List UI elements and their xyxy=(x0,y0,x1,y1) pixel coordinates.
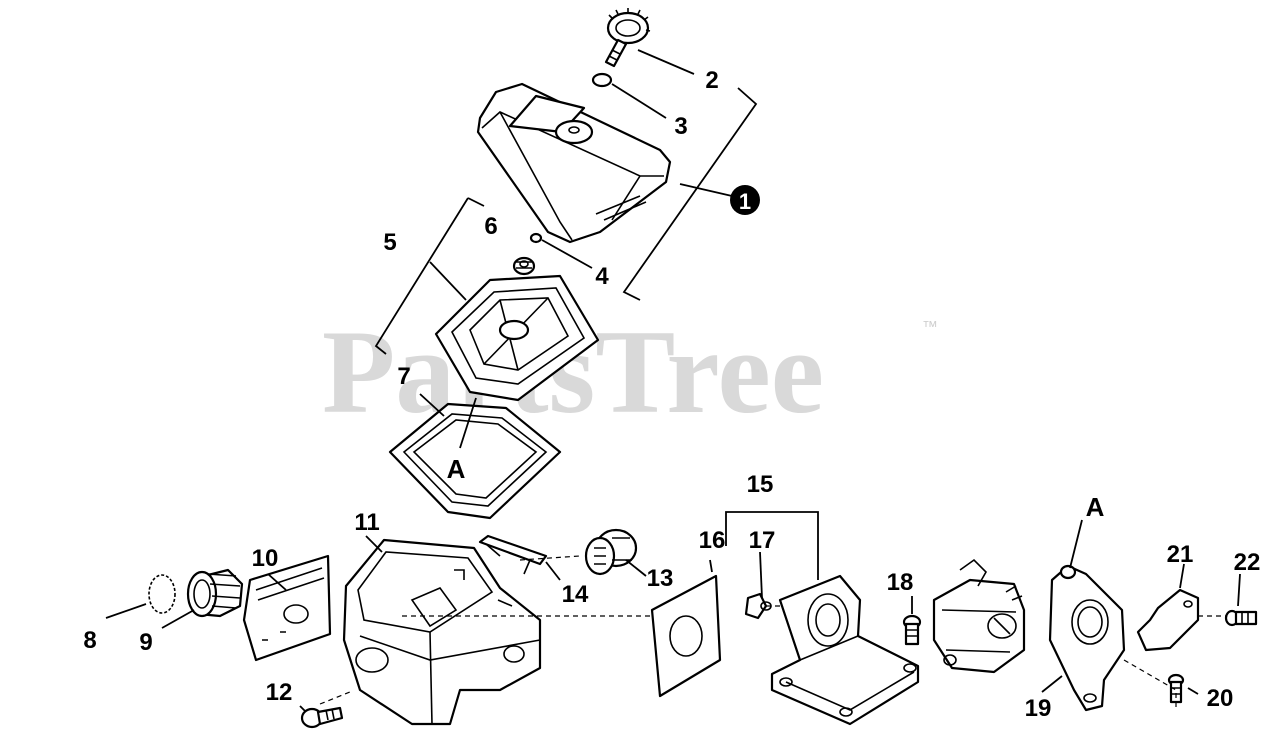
part-insulator-gasket[interactable] xyxy=(650,574,722,698)
callout-2[interactable]: 2 xyxy=(705,67,718,94)
part-bracket[interactable] xyxy=(478,534,548,575)
callout-17[interactable]: 17 xyxy=(749,527,776,554)
callout-18[interactable]: 18 xyxy=(887,569,914,596)
callout-9[interactable]: 9 xyxy=(139,629,152,656)
part-carburetor-housing[interactable] xyxy=(342,538,542,726)
reference-mark-a: A xyxy=(1086,492,1105,522)
callout-13[interactable]: 13 xyxy=(647,565,674,592)
part-screw-22[interactable] xyxy=(1224,609,1258,627)
leader-lines xyxy=(105,49,1241,713)
part-screw-18[interactable] xyxy=(902,614,922,646)
part-pump-cover[interactable] xyxy=(1048,564,1126,712)
callout-14[interactable]: 14 xyxy=(562,581,589,608)
callout-10[interactable]: 10 xyxy=(252,545,279,572)
callout-20[interactable]: 20 xyxy=(1207,685,1234,712)
callout-12[interactable]: 12 xyxy=(266,679,293,706)
callout-1[interactable]: 1 xyxy=(730,185,760,215)
part-intake-boot[interactable] xyxy=(186,568,244,618)
part-gasket[interactable] xyxy=(388,402,562,520)
callout-19[interactable]: 19 xyxy=(1025,695,1052,722)
part-screw-20[interactable] xyxy=(1167,673,1185,704)
part-bolt-12[interactable] xyxy=(300,706,344,729)
callout-3[interactable]: 3 xyxy=(674,113,687,140)
callout-11[interactable]: 11 xyxy=(354,509,379,536)
callout-16[interactable]: 16 xyxy=(699,527,726,554)
part-washer[interactable] xyxy=(591,72,613,88)
callout-4[interactable]: 4 xyxy=(595,263,609,290)
callout-15[interactable]: 15 xyxy=(747,471,774,498)
callout-5[interactable]: 5 xyxy=(383,229,396,256)
reference-mark-a: A xyxy=(447,454,466,484)
callout-7[interactable]: 7 xyxy=(397,363,410,390)
part-plate[interactable] xyxy=(242,554,332,662)
part-cover-plate[interactable] xyxy=(1136,588,1200,652)
callout-1-label: 1 xyxy=(739,189,751,214)
callout-6[interactable]: 6 xyxy=(484,213,497,240)
part-carburetor-mount[interactable] xyxy=(770,574,920,726)
callout-21[interactable]: 21 xyxy=(1167,541,1194,568)
part-adjuster[interactable] xyxy=(584,528,638,576)
part-carburetor[interactable] xyxy=(932,558,1026,674)
part-nut[interactable] xyxy=(744,592,772,620)
part-grommet[interactable] xyxy=(512,256,536,276)
callout-22[interactable]: 22 xyxy=(1234,549,1261,576)
part-air-filter[interactable] xyxy=(434,274,600,402)
part-snap-ring[interactable] xyxy=(148,574,176,614)
watermark-trademark: ™ xyxy=(922,319,938,336)
callout-8[interactable]: 8 xyxy=(83,627,96,654)
part-o-ring[interactable] xyxy=(529,232,543,244)
part-air-filter-cover[interactable] xyxy=(476,82,672,244)
part-knob[interactable] xyxy=(604,8,651,68)
